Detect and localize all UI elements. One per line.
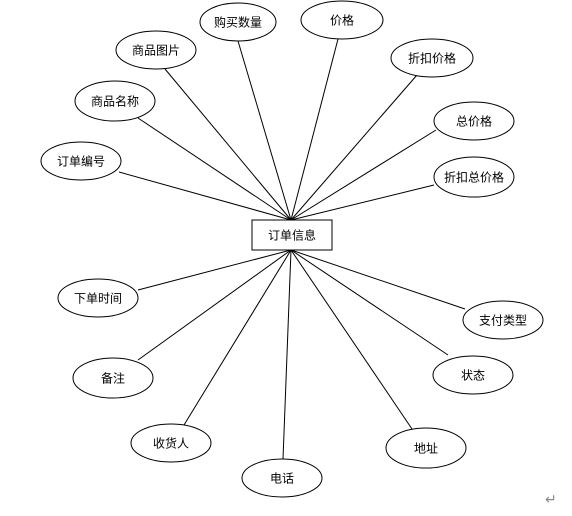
connector-line — [290, 184, 435, 221]
attribute-12-label: 备注 — [101, 371, 125, 386]
paragraph-mark-icon: ↵ — [545, 492, 557, 508]
connector-line — [290, 74, 418, 221]
attribute-10-label: 支付类型 — [479, 314, 527, 328]
entity-box — [251, 219, 333, 251]
attribute-1-label: 购买数量 — [214, 15, 262, 30]
attribute-3-ellipse — [115, 30, 197, 70]
attribute-3-label: 商品图片 — [132, 43, 180, 58]
connector-line — [290, 38, 339, 221]
connector-line — [290, 249, 449, 356]
connector-line — [290, 129, 437, 221]
attribute-1-ellipse — [199, 2, 277, 42]
connector-line — [290, 249, 466, 310]
attribute-2-label: 价格 — [330, 13, 354, 28]
attribute-4-ellipse — [390, 38, 474, 78]
attribute-6-label: 总价格 — [456, 114, 492, 129]
connector-line — [137, 117, 292, 221]
entity-label: 订单信息 — [268, 228, 316, 243]
attribute-14-label: 地址 — [414, 442, 438, 456]
attribute-2-ellipse — [300, 0, 384, 40]
attribute-10-ellipse — [462, 300, 544, 340]
attribute-12-ellipse — [72, 357, 154, 399]
attribute-13-label: 收货人 — [153, 436, 189, 451]
connector-line — [164, 68, 292, 221]
attribute-4-label: 折扣价格 — [408, 51, 456, 66]
attribute-13-ellipse — [130, 423, 212, 463]
connector-line — [137, 249, 292, 291]
attribute-11-label: 状态 — [461, 369, 485, 383]
attribute-7-label: 订单编号 — [57, 154, 105, 169]
connector-line — [137, 249, 292, 361]
attribute-6-ellipse — [433, 101, 515, 141]
attribute-9-ellipse — [57, 278, 139, 318]
connector-line — [290, 249, 413, 430]
connector-line — [282, 249, 292, 460]
attribute-9-label: 下单时间 — [74, 292, 122, 306]
attribute-8-ellipse — [433, 156, 515, 198]
attribute-15-ellipse — [241, 458, 323, 498]
attribute-15-label: 电话 — [270, 472, 294, 486]
connector-line — [183, 249, 292, 426]
attribute-5-label: 商品名称 — [91, 94, 139, 109]
attribute-8-label: 折扣总价格 — [444, 170, 504, 185]
connector-line — [118, 171, 292, 221]
attribute-11-ellipse — [432, 355, 514, 395]
attribute-14-ellipse — [385, 427, 467, 469]
connector-line — [237, 40, 292, 221]
attribute-5-ellipse — [74, 80, 156, 122]
attribute-7-ellipse — [40, 141, 122, 181]
